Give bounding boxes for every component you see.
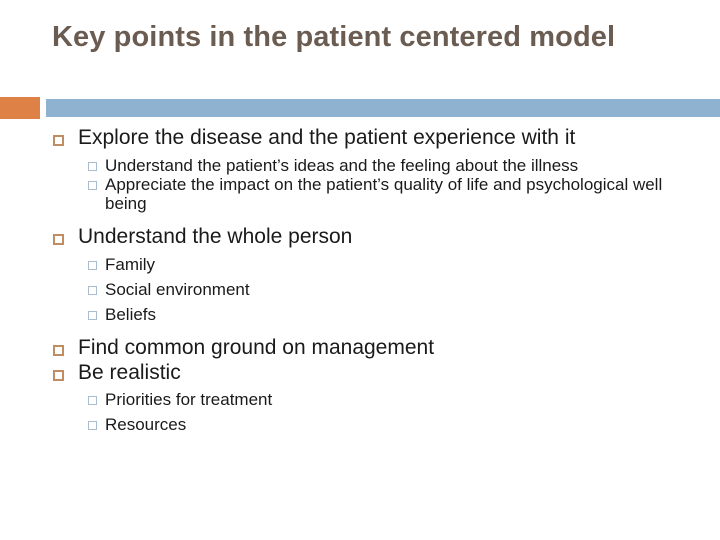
square-bullet-icon bbox=[53, 369, 64, 381]
bullet-level2: Beliefs bbox=[0, 305, 720, 324]
square-bullet-icon bbox=[88, 311, 97, 321]
bullet-level2-label: Understand the patient’s ideas and the f… bbox=[105, 155, 579, 175]
bullet-level2-label: Beliefs bbox=[105, 305, 157, 325]
page-title: Key points in the patient centered model bbox=[52, 21, 616, 53]
bullet-group: Understand the whole person Family Socia… bbox=[0, 225, 720, 324]
square-bullet-icon bbox=[53, 234, 64, 246]
square-bullet-icon bbox=[53, 135, 64, 146]
body-content: Explore the disease and the patient expe… bbox=[0, 126, 720, 435]
bullet-level2: Appreciate the impact on the patient’s q… bbox=[0, 175, 720, 213]
bullet-level1-label: Explore the disease and the patient expe… bbox=[78, 126, 576, 149]
bullet-group: Find common ground on management bbox=[0, 336, 720, 360]
square-bullet-icon bbox=[88, 285, 97, 295]
bullet-level1-label: Find common ground on management bbox=[78, 336, 435, 360]
square-bullet-icon bbox=[88, 161, 97, 171]
bullet-level1: Find common ground on management bbox=[0, 336, 720, 360]
bullet-level2-label: Priorities for treatment bbox=[105, 390, 273, 410]
bullet-level2: Resources bbox=[0, 415, 720, 434]
bullet-level1-label: Be realistic bbox=[78, 360, 181, 384]
bullet-level2: Family bbox=[0, 255, 720, 274]
bullet-level2-label: Social environment bbox=[105, 279, 250, 299]
title-block: Key points in the patient centered model bbox=[52, 20, 672, 55]
square-bullet-icon bbox=[53, 345, 64, 357]
bullet-group: Explore the disease and the patient expe… bbox=[0, 126, 720, 213]
bullet-level1: Explore the disease and the patient expe… bbox=[0, 126, 720, 150]
bullet-level2: Understand the patient’s ideas and the f… bbox=[0, 156, 720, 175]
bullet-level2: Priorities for treatment bbox=[0, 390, 720, 409]
accent-bar-orange bbox=[0, 97, 40, 119]
square-bullet-icon bbox=[88, 180, 97, 190]
bullet-level2: Social environment bbox=[0, 280, 720, 299]
bullet-level1-label: Understand the whole person bbox=[78, 225, 353, 249]
bullet-level2-label: Resources bbox=[105, 415, 187, 435]
accent-bar-blue bbox=[46, 99, 720, 117]
square-bullet-icon bbox=[88, 396, 97, 406]
square-bullet-icon bbox=[88, 260, 97, 270]
square-bullet-icon bbox=[88, 421, 97, 431]
bullet-level1: Be realistic bbox=[0, 361, 720, 385]
bullet-level2-label: Family bbox=[105, 254, 156, 274]
bullet-group: Be realistic Priorities for treatment Re… bbox=[0, 361, 720, 435]
bullet-level2-label: Appreciate the impact on the patient’s q… bbox=[105, 174, 663, 213]
bullet-level1: Understand the whole person bbox=[0, 225, 720, 249]
